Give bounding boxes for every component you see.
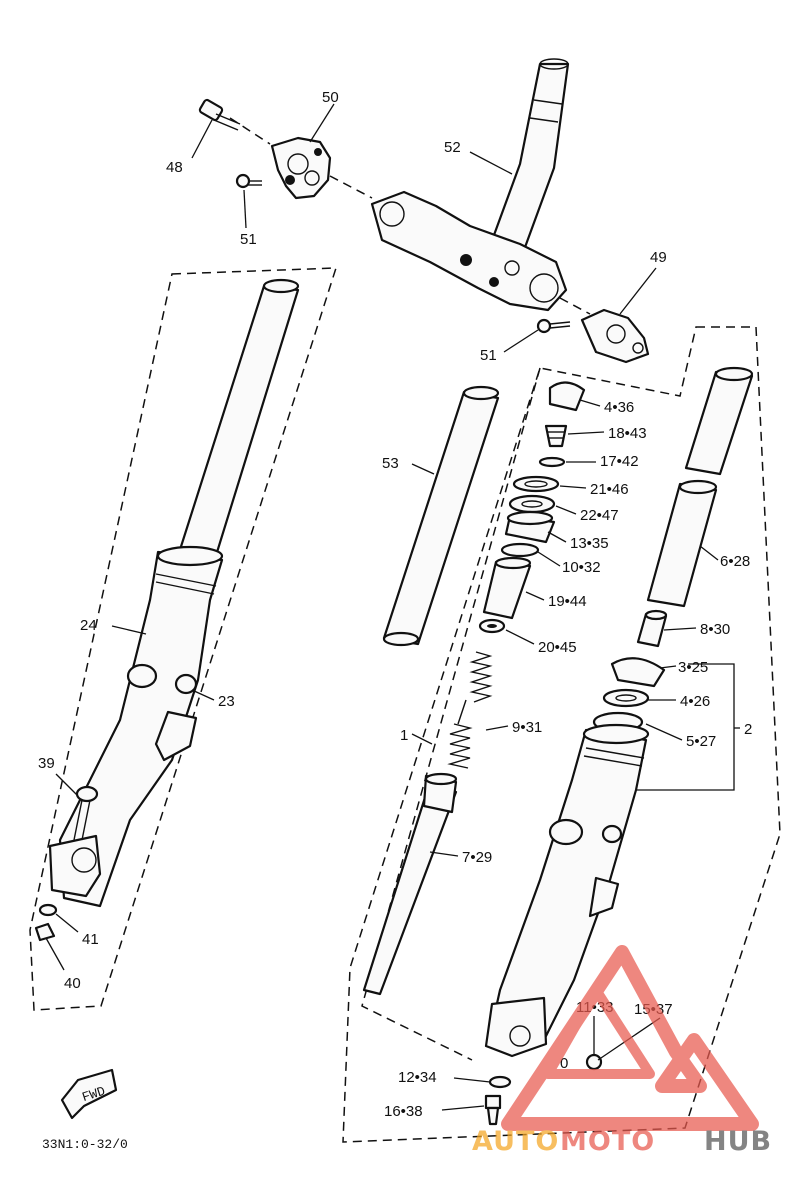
watermark-text-hub: HUB bbox=[704, 1126, 772, 1157]
right-fork-group-outline bbox=[342, 326, 781, 1143]
callout-50: 50 bbox=[322, 89, 339, 106]
washer-4-26 bbox=[602, 688, 650, 708]
bolt-51-upper bbox=[235, 173, 262, 189]
fwd-label: FWD bbox=[80, 1084, 107, 1106]
callout-19-44: 19•44 bbox=[548, 593, 587, 610]
spacer-19-44 bbox=[482, 556, 532, 620]
callout-16-38: 16•38 bbox=[384, 1103, 423, 1120]
washer-41 bbox=[38, 903, 58, 917]
drain-washer-0 bbox=[585, 1053, 603, 1071]
callout-40: 40 bbox=[64, 975, 81, 992]
leader-lines bbox=[45, 103, 719, 1111]
plug-18-43 bbox=[544, 424, 568, 448]
bolt-51-lower bbox=[536, 318, 571, 334]
washer-12-34 bbox=[488, 1075, 512, 1089]
fwd-arrow-icon: FWD bbox=[60, 1068, 118, 1120]
callout-41: 41 bbox=[82, 931, 99, 948]
watermark-triangle-mark bbox=[501, 945, 759, 1131]
bushing-8-30 bbox=[636, 609, 668, 648]
group-2-bracket bbox=[636, 663, 735, 791]
left-outer-tube bbox=[48, 545, 224, 908]
callout-5-27: 5•27 bbox=[686, 733, 716, 750]
inner-damper-group-outline bbox=[361, 367, 541, 1061]
callout-39: 39 bbox=[38, 755, 55, 772]
callout-48: 48 bbox=[166, 159, 183, 176]
callout-3-25: 3•25 bbox=[678, 659, 708, 676]
cap-40 bbox=[34, 922, 56, 942]
left-fork-group-outline bbox=[29, 267, 338, 1011]
lower-handlebar-clamp bbox=[580, 308, 650, 364]
lower-bracket bbox=[370, 190, 568, 312]
lower-clamp-axis bbox=[559, 297, 591, 315]
callout-1: 1 bbox=[400, 727, 408, 744]
automotohub-watermark-logo: AUTO MOTO HUB bbox=[472, 945, 772, 1157]
spacer-22-47 bbox=[508, 494, 556, 514]
damper-rod-7-29 bbox=[362, 772, 458, 996]
callout-18-43: 18•43 bbox=[608, 425, 647, 442]
washer-20-45 bbox=[478, 618, 506, 634]
callout-17-42: 17•42 bbox=[600, 453, 639, 470]
callout-49: 49 bbox=[650, 249, 667, 266]
diagram-code: 33N1:0-32/0 bbox=[42, 1137, 128, 1152]
bolt-16-38 bbox=[484, 1094, 502, 1126]
callout-20-45: 20•45 bbox=[538, 639, 577, 656]
cap-bolt-4-36 bbox=[548, 381, 586, 412]
callout-13-35: 13•35 bbox=[570, 535, 609, 552]
callout-52: 52 bbox=[444, 139, 461, 156]
callout-12-34: 12•34 bbox=[398, 1069, 437, 1086]
inner-tube-6-28-lower bbox=[646, 479, 718, 608]
callout-53: 53 bbox=[382, 455, 399, 472]
outer-tube-2 bbox=[484, 723, 650, 1058]
callout-23: 23 bbox=[218, 693, 235, 710]
callout-6-28: 6•28 bbox=[720, 553, 750, 570]
spring-9-31 bbox=[447, 651, 493, 769]
callout-4-36: 4•36 bbox=[604, 399, 634, 416]
left-inner-tube bbox=[176, 278, 300, 564]
inner-tube-6-28-upper bbox=[684, 366, 754, 476]
tube-53 bbox=[382, 385, 500, 647]
callout-24: 24 bbox=[80, 617, 97, 634]
callout-0: 0 bbox=[560, 1055, 568, 1072]
clamp-axis bbox=[329, 175, 373, 199]
callout-7-29: 7•29 bbox=[462, 849, 492, 866]
steering-stem bbox=[488, 58, 570, 252]
washer-21-46 bbox=[512, 475, 560, 493]
callout-22-47: 22•47 bbox=[580, 507, 619, 524]
upper-handlebar-clamp bbox=[270, 136, 332, 200]
callout-4-26: 4•26 bbox=[680, 693, 710, 710]
callout-8-30: 8•30 bbox=[700, 621, 730, 638]
clip-17-42 bbox=[538, 456, 566, 468]
callout-2: 2 bbox=[744, 721, 752, 738]
watermark-text-auto: AUTO bbox=[472, 1126, 559, 1157]
bolt-48 bbox=[198, 98, 241, 131]
callout-21-46: 21•46 bbox=[590, 481, 629, 498]
seal-3-25 bbox=[610, 657, 666, 688]
callout-51-upper: 51 bbox=[240, 231, 257, 248]
seat-13-35 bbox=[504, 510, 556, 544]
oring-10-32 bbox=[500, 542, 540, 558]
callout-51-lower: 51 bbox=[480, 347, 497, 364]
bolt-39 bbox=[73, 785, 99, 841]
callout-10-32: 10•32 bbox=[562, 559, 601, 576]
callout-9-31: 9•31 bbox=[512, 719, 542, 736]
watermark-text-moto: MOTO bbox=[560, 1126, 655, 1157]
